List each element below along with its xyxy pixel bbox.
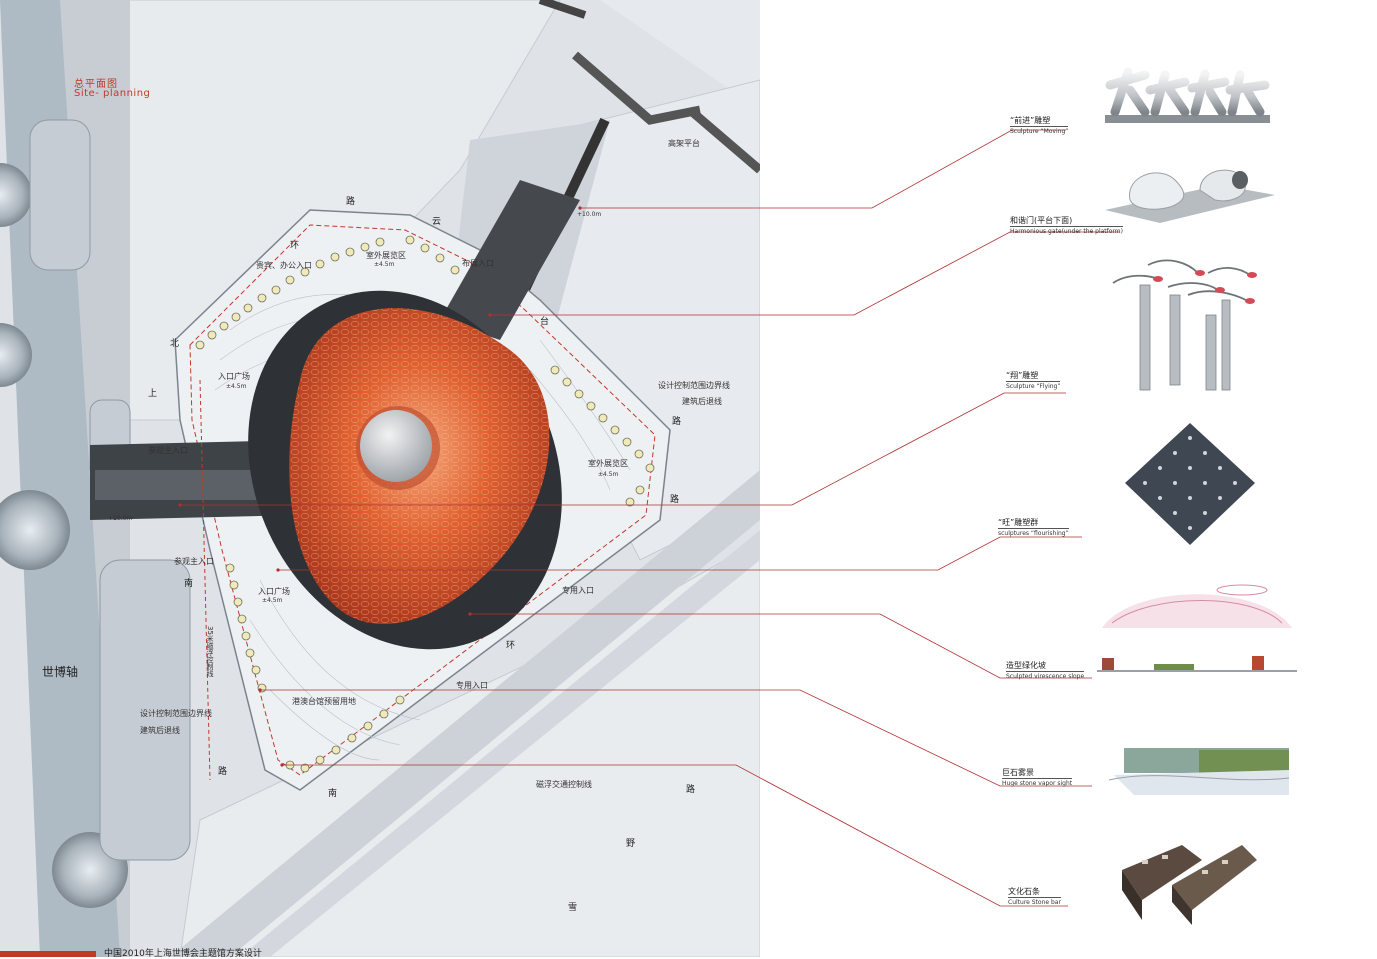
road-char-lu-right-1: 路 bbox=[672, 417, 682, 427]
label-building-setback-left: 建筑后退线 bbox=[140, 726, 180, 735]
footer-accent-bar bbox=[0, 951, 96, 957]
label-hk-macao-area: 港澳台馆预留用地 bbox=[292, 697, 356, 706]
road-char-shang: 上 bbox=[148, 389, 158, 399]
road-char-huan-bottom: 环 bbox=[506, 641, 516, 651]
label-design-boundary-left: 设计控制范围边界线 bbox=[140, 709, 212, 718]
road-char-bei: 北 bbox=[170, 339, 180, 349]
legend-en: Huge stone vapor sight bbox=[1002, 777, 1073, 787]
label-outdoor-area-top: 室外展览区 bbox=[366, 251, 406, 260]
footer-title: 中国2010年上海世博会主题馆方案设计 bbox=[104, 949, 262, 959]
road-char-ye: 野 bbox=[626, 839, 636, 849]
road-char-nan-left: 南 bbox=[184, 579, 194, 589]
label-elev-4: ±4.5m bbox=[226, 383, 247, 390]
plan-title-cn: 总平面图 bbox=[74, 79, 118, 90]
legend-cn: “翔”雕塑 bbox=[1006, 371, 1039, 380]
legend-cn: “旺”雕塑群 bbox=[998, 518, 1039, 527]
label-entry-plaza-bottom: 入口广场 bbox=[258, 587, 290, 596]
legend-cn: 和谐门(平台下面) bbox=[1010, 216, 1073, 225]
road-char-huan-top: 环 bbox=[290, 241, 300, 251]
label-elev-1: +10.0m bbox=[577, 211, 602, 218]
legend-item-moving: “前进”雕塑 Sculpture “Moving” bbox=[1010, 116, 1069, 135]
label-visitor-main-entrance-1: 参观主入口 bbox=[148, 446, 188, 455]
legend-item-stone-vapor: 巨石雾景 Huge stone vapor sight bbox=[1002, 768, 1073, 787]
legend-item-stone-bar: 文化石条 Culture Stone bar bbox=[1008, 887, 1061, 906]
road-char-yun: 云 bbox=[432, 217, 442, 227]
legend-cn: “前进”雕塑 bbox=[1010, 116, 1051, 125]
legend-item-harmonious-gate: 和谐门(平台下面) Harmonious gate(under the plat… bbox=[1010, 216, 1123, 235]
legend-cn: 巨石雾景 bbox=[1002, 768, 1034, 777]
road-char-lu-top: 路 bbox=[346, 197, 356, 207]
axis-label: 世博轴 bbox=[42, 665, 79, 679]
legend-item-flying: “翔”雕塑 Sculpture “Flying” bbox=[1006, 371, 1061, 390]
legend-en: Sculpted virescence slope bbox=[1006, 670, 1085, 680]
sculpture-moving-image bbox=[1105, 67, 1270, 123]
road-char-lu-right-2: 路 bbox=[670, 495, 680, 505]
legend-en: Harmonious gate(under the platform) bbox=[1010, 225, 1123, 235]
site-plan-drawing bbox=[0, 0, 760, 957]
label-vertical-note: 35米磁浮控制线 bbox=[206, 626, 214, 677]
legend-en: Sculpture “Flying” bbox=[1006, 380, 1061, 390]
label-elev-5: ±4.5m bbox=[598, 471, 619, 478]
label-building-setback-right: 建筑后退线 bbox=[682, 397, 722, 406]
road-char-lu-bottom: 路 bbox=[686, 785, 696, 795]
sculpted-virescence-slope-image bbox=[1097, 584, 1297, 672]
label-vip-entrance: 贵宾、办公入口 bbox=[256, 261, 312, 270]
label-elev-3: ±4.5m bbox=[374, 261, 395, 268]
plan-title-en: Site- planning bbox=[74, 88, 151, 99]
sculpture-flying-image bbox=[1112, 259, 1257, 391]
label-elev-6: ±4.5m bbox=[262, 597, 283, 604]
legend-item-flourishing: “旺”雕塑群 sculptures “flourishing” bbox=[998, 518, 1069, 537]
label-visitor-main-entrance-2: 参观主入口 bbox=[174, 557, 214, 566]
label-elev-2: +10.0m bbox=[108, 515, 133, 522]
label-floating-traffic-line: 磁浮交通控制线 bbox=[536, 780, 592, 789]
legend-cn: 造型绿化坡 bbox=[1006, 661, 1046, 670]
label-special-entrance-2: 专用入口 bbox=[456, 681, 488, 690]
legend-en: Culture Stone bar bbox=[1008, 896, 1061, 906]
road-char-tai: 台 bbox=[540, 317, 550, 327]
legend-item-virescence-slope: 造型绿化坡 Sculpted virescence slope bbox=[1006, 661, 1085, 680]
label-exhibit-entrance: 布展入口 bbox=[462, 259, 494, 268]
legend-cn: 文化石条 bbox=[1008, 887, 1040, 896]
label-outdoor-area-right: 室外展览区 bbox=[588, 459, 628, 468]
label-special-entrance-1: 专用入口 bbox=[562, 586, 594, 595]
label-entry-plaza-left: 入口广场 bbox=[218, 372, 250, 381]
road-char-nan-bottom: 南 bbox=[328, 789, 338, 799]
road-char-xue: 雪 bbox=[568, 903, 578, 913]
sculptures-flourishing-image bbox=[1125, 423, 1255, 545]
road-char-lu-left: 路 bbox=[218, 767, 228, 777]
harmonious-gate-image bbox=[1105, 169, 1275, 223]
label-design-boundary-right: 设计控制范围边界线 bbox=[658, 381, 730, 390]
legend-en: Sculpture “Moving” bbox=[1010, 125, 1069, 135]
label-elevated-platform: 高架平台 bbox=[668, 139, 700, 148]
legend-en: sculptures “flourishing” bbox=[998, 527, 1069, 537]
huge-stone-vapor-image bbox=[1108, 748, 1290, 795]
culture-stone-bar-image bbox=[1122, 845, 1257, 925]
site-plan: 总平面图 Site- planning 世博轴 高架平台 室外展览区 室外展览区… bbox=[0, 0, 760, 957]
